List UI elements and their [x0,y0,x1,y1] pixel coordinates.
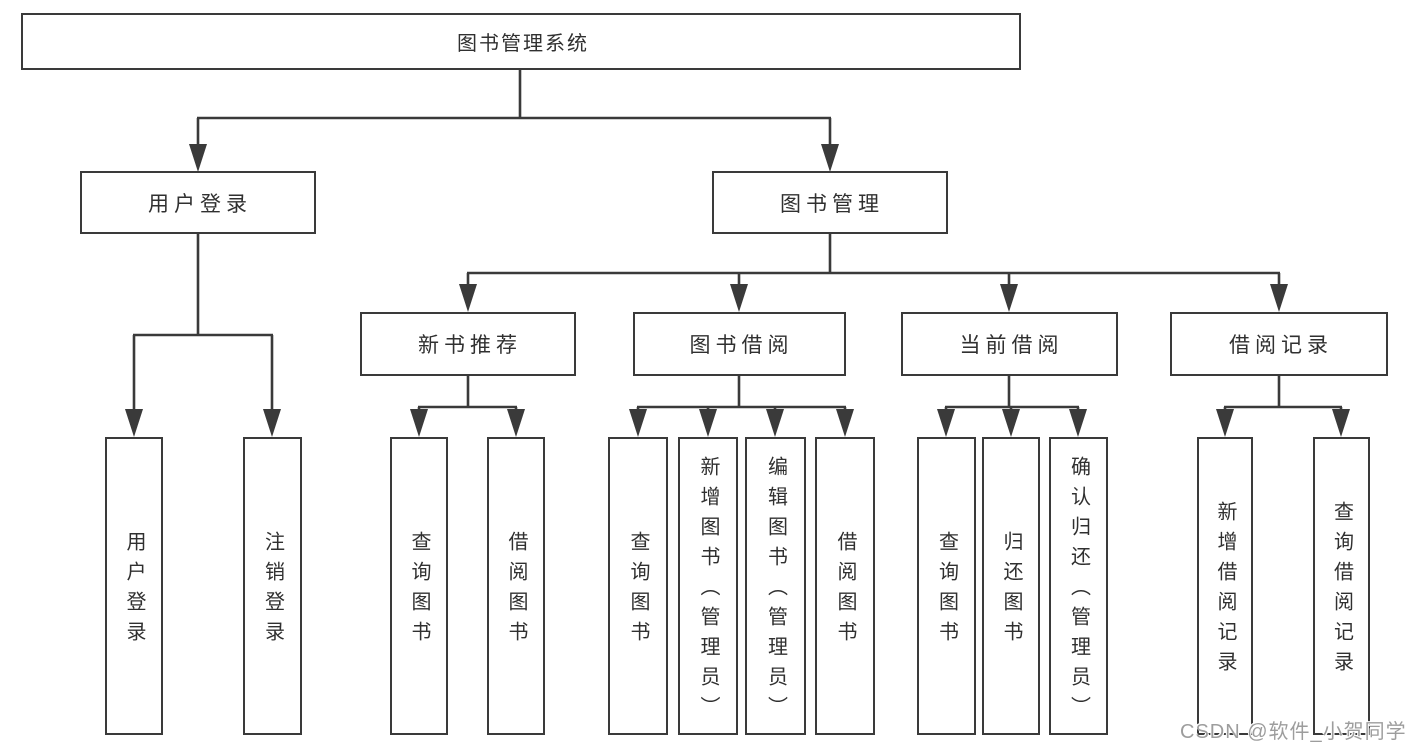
node-label: 图书借阅 [689,334,794,357]
connector-recommend-subtree [417,376,518,412]
node-label: 借阅图书 [834,531,856,651]
leaf-query-borrow-record: 查询借阅记录 [1313,437,1370,735]
arrowhead-icon [507,409,525,437]
arrowhead-icon [730,284,748,312]
csdn-watermark: CSDN @软件_小贺同学 [1180,721,1405,743]
leaf-borrow-books: 借阅图书 [815,437,875,735]
arrowhead-icon [766,409,784,437]
node-label: 借阅图书 [505,531,527,651]
leaf-add-borrow-record: 新增借阅记录 [1197,437,1253,735]
arrowhead-icon [836,409,854,437]
arrowheads [125,144,1350,437]
node-label: 注销登录 [261,531,284,651]
leaf-query-books-recommend: 查询图书 [390,437,448,735]
connector-book-mgmt-to-level3 [466,234,1281,288]
leaf-borrow-books-recommend: 借阅图书 [487,437,545,735]
leaf-query-books-borrow: 查询图书 [608,437,668,735]
node-label: 确认归还（管理员） [1067,456,1090,726]
arrowhead-icon [1332,409,1350,437]
arrowhead-icon [1270,284,1288,312]
node-label: 图书管理 [780,192,884,216]
node-book-management: 图书管理 [712,171,948,234]
node-label: 归还图书 [1000,531,1022,651]
arrowhead-icon [629,409,647,437]
arrowhead-icon [1000,284,1018,312]
arrowhead-icon [189,144,207,172]
arrowhead-icon [410,409,428,437]
connector-current-subtree [944,376,1080,412]
node-label: 用户登录 [123,531,145,651]
node-label: 查询图书 [935,531,958,651]
leaf-add-books-admin: 新增图书（管理员） [678,437,738,735]
leaf-edit-books-admin: 编辑图书（管理员） [745,437,806,735]
leaf-return-books: 归还图书 [982,437,1040,735]
node-label: 当前借阅 [959,334,1064,357]
node-current-borrowing: 当前借阅 [901,312,1118,376]
node-label: 借阅记录 [1229,334,1333,357]
node-new-book-recommendation: 新书推荐 [360,312,576,376]
node-library-management-system: 图书管理系统 [21,13,1021,70]
arrowhead-icon [125,409,143,437]
node-book-borrowing: 图书借阅 [633,312,846,376]
connector-borrowing-subtree [636,376,847,412]
node-label: 编辑图书（管理员） [764,456,787,726]
node-label: 新增图书（管理员） [697,456,719,726]
arrowhead-icon [263,409,281,437]
node-label: 图书管理系统 [457,33,589,55]
arrowhead-icon [1069,409,1087,437]
node-label: 新增借阅记录 [1214,501,1236,681]
connector-records-subtree [1223,376,1343,412]
node-label: 查询图书 [627,531,649,651]
node-label: 查询图书 [408,531,430,651]
arrowhead-icon [937,409,955,437]
arrowhead-icon [1216,409,1234,437]
leaf-logout: 注销登录 [243,437,302,735]
node-label: 用户登录 [148,192,252,216]
node-label: 新书推荐 [418,334,522,357]
node-user-login: 用户登录 [80,171,316,234]
node-label: 查询借阅记录 [1330,501,1353,681]
node-borrow-records: 借阅记录 [1170,312,1388,376]
leaf-query-books-current: 查询图书 [917,437,976,735]
connector-user-login-subtree [132,234,274,412]
arrowhead-icon [699,409,717,437]
leaf-user-login: 用户登录 [105,437,163,735]
connector-root-to-level2 [196,70,832,148]
arrowhead-icon [459,284,477,312]
leaf-confirm-return-admin: 确认归还（管理员） [1049,437,1108,735]
arrowhead-icon [821,144,839,172]
arrowhead-icon [1002,409,1020,437]
